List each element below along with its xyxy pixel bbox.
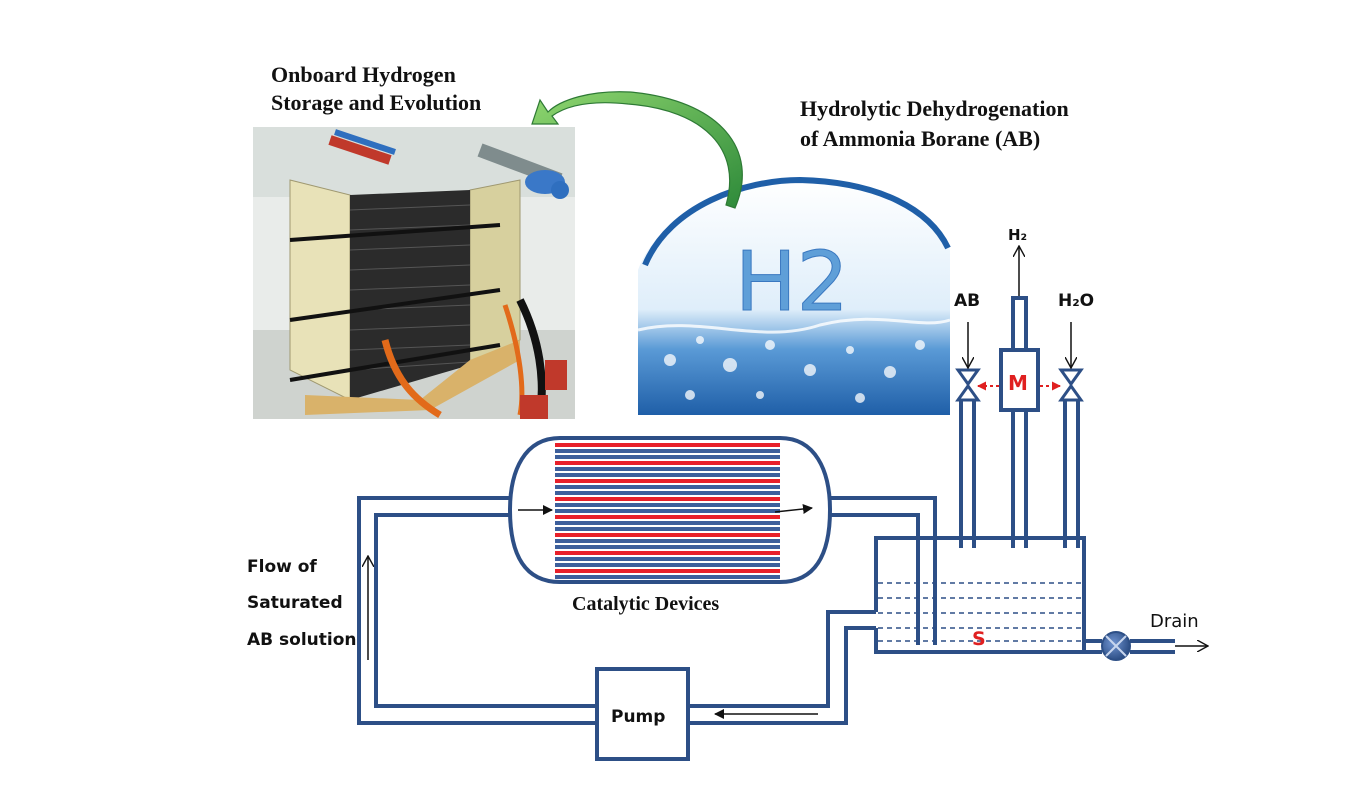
catalyst-stripes [555, 443, 780, 579]
catalyst-stripe [555, 515, 780, 519]
piping-loop [357, 496, 937, 725]
solution-label: S [972, 628, 986, 650]
catalyst-stripe [555, 479, 780, 483]
catalyst-stripe [555, 449, 780, 453]
solution-tank [874, 536, 1086, 654]
catalyst-stripe [555, 461, 780, 465]
pump [595, 667, 690, 761]
catalytic-devices-label: Catalytic Devices [572, 593, 719, 615]
green-transfer-arrow [531, 91, 743, 209]
h2o-valve [1058, 368, 1084, 402]
photo-caption-line2: Storage and Evolution [271, 90, 481, 115]
catalyst-stripe [555, 563, 780, 567]
h2-outlet-label: H₂ [1008, 226, 1027, 244]
drain-outlet [1084, 639, 1175, 654]
catalyst-stripe [555, 443, 780, 447]
drain-valve [1101, 631, 1131, 661]
process-caption-line2: of Ammonia Borane (AB) [800, 126, 1040, 151]
catalyst-stripe [555, 467, 780, 471]
photo-caption-line1: Onboard Hydrogen [271, 62, 456, 87]
flow-label-line2: Saturated [247, 593, 343, 613]
catalyst-stripe [555, 539, 780, 543]
catalyst-stripe [555, 575, 780, 579]
catalyst-stripe [555, 455, 780, 459]
h2-picture-label: H2 [735, 235, 849, 330]
h2o-inlet-label: H₂O [1058, 291, 1094, 311]
ab-valve [955, 368, 981, 402]
catalyst-stripe [555, 473, 780, 477]
mixer-label: M [1008, 371, 1028, 395]
catalyst-stripe [555, 497, 780, 501]
catalyst-stripe [555, 509, 780, 513]
pump-label: Pump [611, 707, 665, 727]
hydrogen-stack-photo [253, 127, 575, 419]
drain-label: Drain [1150, 611, 1199, 632]
catalyst-stripe [555, 485, 780, 489]
process-caption-line1: Hydrolytic Dehydrogenation [800, 96, 1069, 121]
catalyst-stripe [555, 521, 780, 525]
flow-label-line1: Flow of [247, 557, 317, 577]
catalyst-stripe [555, 545, 780, 549]
hydrogen-bubble-picture: H2 [637, 150, 951, 415]
catalytic-device [507, 436, 833, 584]
ab-inlet-label: AB [954, 291, 980, 311]
catalyst-stripe [555, 557, 780, 561]
catalyst-stripe [555, 533, 780, 537]
catalyst-stripe [555, 527, 780, 531]
flow-label-line3: AB solution [247, 630, 357, 650]
catalyst-stripe [555, 569, 780, 573]
tank-inlet-pipes [959, 296, 1080, 548]
catalyst-stripe [555, 491, 780, 495]
mixer-box [999, 348, 1040, 412]
catalyst-stripe [555, 503, 780, 507]
catalyst-stripe [555, 551, 780, 555]
